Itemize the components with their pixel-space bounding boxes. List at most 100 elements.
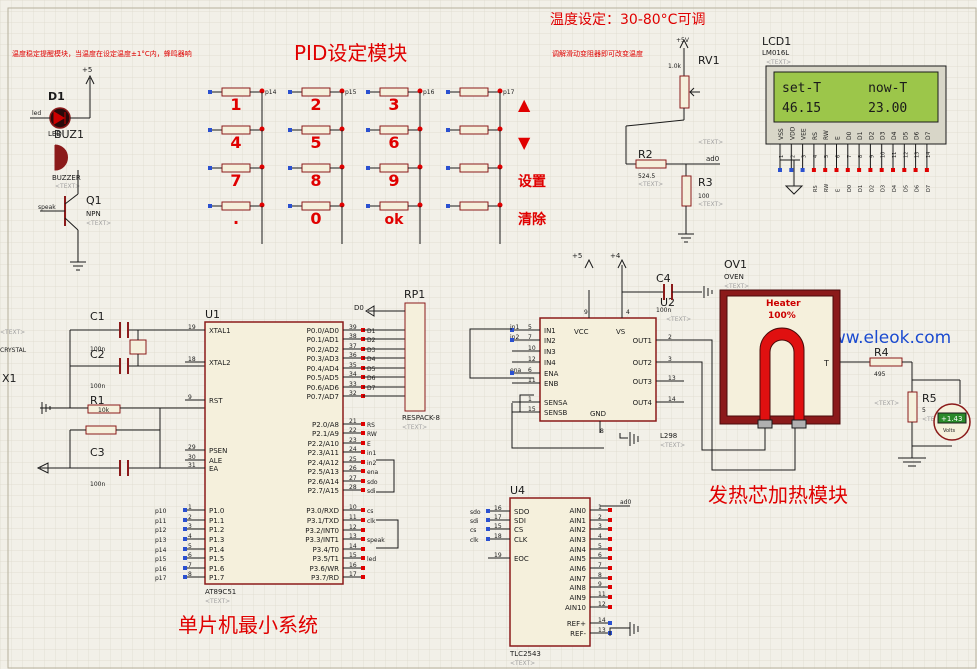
- led-d1[interactable]: D1 led LED: [30, 90, 90, 138]
- rp1-power-arrow: [365, 305, 375, 317]
- u1-pin-name: P3.6/WR: [310, 565, 340, 573]
- transistor-q1[interactable]: Q1 NPN <TEXT> speak: [38, 170, 111, 271]
- d1-net-label: led: [32, 110, 41, 117]
- oven-text: <TEXT>: [724, 283, 749, 290]
- keypad-pin-label: p15: [345, 89, 357, 96]
- annotation-pid-module: PID设定模块: [294, 41, 407, 65]
- resistor-r3[interactable]: [681, 175, 692, 207]
- keypad-key-6[interactable]: 6: [366, 125, 423, 168]
- u4-pin-name: AIN10: [565, 604, 586, 612]
- buzzer-buz1[interactable]: BUZ1 BUZZER <TEXT>: [52, 128, 84, 190]
- q1-text: <TEXT>: [86, 220, 111, 227]
- u4-pin-number: 9: [598, 581, 602, 588]
- oven-value: 100%: [768, 311, 796, 321]
- keypad-key-8[interactable]: 7: [208, 163, 265, 206]
- u2-pin-number: 10: [528, 345, 536, 352]
- keypad-key-label: 0: [310, 209, 321, 228]
- keypad-key-4[interactable]: 4: [208, 125, 265, 168]
- keypad-key-0[interactable]: 1: [208, 87, 265, 130]
- u2-pin-name: OUT2: [633, 359, 652, 367]
- lcd-text: <TEXT>: [766, 59, 791, 66]
- u1-pin-name: P1.1: [209, 517, 224, 525]
- u4-pin-number: 19: [494, 552, 502, 559]
- keypad-key-label: ▲: [518, 95, 531, 114]
- keypad-key-5[interactable]: 5: [288, 125, 345, 168]
- u1-pin-number: 25: [349, 456, 357, 463]
- u1-net-label: p12: [155, 527, 167, 534]
- u1-net-label: p16: [155, 566, 167, 573]
- keypad-key-14[interactable]: ok: [366, 201, 423, 244]
- keypad-key-3[interactable]: ▲: [446, 87, 531, 130]
- keypad-key-11[interactable]: 设置: [446, 163, 546, 206]
- u2-pin-name: SENSB: [544, 409, 568, 417]
- u1-net-label: in1: [367, 450, 376, 457]
- u1-pin-name: XTAL1: [209, 327, 231, 335]
- chip-u1-at89c51[interactable]: U1AT89C51<TEXT>XTAL119XTAL218RST9PSEN29A…: [155, 308, 405, 605]
- r3-ref: R3: [698, 176, 713, 189]
- sheet-border: [7, 7, 977, 669]
- keypad-key-10[interactable]: 9: [366, 163, 423, 206]
- u1-pin-number: 22: [349, 427, 357, 434]
- u4-pin-number: 4: [598, 533, 602, 540]
- u1-pin-number: 35: [349, 362, 357, 369]
- u1-pin-number: 24: [349, 446, 357, 453]
- u4-pin-name: AIN2: [569, 526, 586, 534]
- u2-pin-number: 13: [668, 375, 676, 382]
- r2-ref: R2: [638, 148, 653, 161]
- lcd-net-label: D1: [858, 185, 864, 192]
- keypad-key-15[interactable]: 清除: [446, 201, 547, 244]
- u4-pin-number: 7: [598, 562, 602, 569]
- u1-net-label: ena: [367, 469, 378, 476]
- r5-value: 5: [922, 407, 926, 414]
- u4-pin-number: 5: [598, 543, 602, 550]
- keypad-key-13[interactable]: 0: [288, 201, 345, 244]
- lcd-pin-name: D6: [914, 131, 921, 140]
- chip-u4-tlc2543[interactable]: U4TLC2543<TEXT>SDO16sdoSDI17sdiCS15csCLK…: [470, 484, 612, 667]
- u2-text: <TEXT>: [660, 442, 685, 449]
- potentiometer-rv1[interactable]: [679, 75, 690, 109]
- keypad-key-2[interactable]: 3: [366, 87, 423, 130]
- keypad-key-12[interactable]: .: [208, 201, 265, 244]
- u1-pin-number: 2: [188, 514, 192, 521]
- u2-pin-name: IN3: [544, 348, 556, 356]
- oscillator-section: C1 C2 100n 100n X1 CRYSTAL <TEXT> R1 10k: [0, 310, 205, 488]
- rp1-text: <TEXT>: [402, 424, 427, 431]
- u4-pin-name: SDO: [514, 508, 530, 516]
- resistor-r5[interactable]: [907, 391, 918, 423]
- u1-net-label: p11: [155, 518, 167, 525]
- u4-pin-number: 11: [598, 591, 606, 598]
- u1-pin-number: 5: [188, 543, 192, 550]
- r3-value: 100: [698, 193, 710, 200]
- lcd-lcd1[interactable]: LCD1 LM016L <TEXT> set-T now-T 46.15 23.…: [762, 35, 947, 195]
- keypad-key-7[interactable]: ▼: [446, 125, 531, 168]
- u4-pin-number: 1: [598, 504, 602, 511]
- rv1-value: 1.0k: [668, 63, 682, 70]
- resistor-r2[interactable]: [635, 159, 667, 169]
- resistor-r4[interactable]: [869, 357, 903, 367]
- buzzer-text: <TEXT>: [55, 183, 80, 190]
- keypad-key-label: 1: [230, 95, 241, 114]
- u1-body: [204, 321, 344, 585]
- capacitor-c4[interactable]: C4 100n <TEXT>: [622, 272, 713, 323]
- c4-ref: C4: [656, 272, 671, 285]
- keypad-key-9[interactable]: 8: [288, 163, 345, 206]
- c1-ref: C1: [90, 310, 105, 323]
- rp1-ref: RP1: [404, 288, 425, 301]
- keypad-key-1[interactable]: 2: [288, 87, 345, 130]
- u1-pin-name: P1.4: [209, 546, 225, 554]
- u1-pin-number: 11: [349, 514, 357, 521]
- r1-ref: R1: [90, 394, 105, 407]
- lcd-pin-name: RW: [823, 130, 830, 140]
- c4-value: 100n: [656, 307, 671, 314]
- rv1-ref[interactable]: RV1: [698, 54, 720, 67]
- u4-pin-name: EOC: [514, 555, 529, 563]
- u4-pin-name: REF-: [570, 630, 586, 638]
- keypad-pin-label: p14: [265, 89, 277, 96]
- u1-pin-number: 10: [349, 504, 357, 511]
- oven-ov1[interactable]: OV1 OVEN <TEXT> Heater 100% T: [719, 258, 841, 429]
- lcd-net-label: RS: [813, 185, 819, 192]
- respack-rp1[interactable]: RP1 RESPACK-8 <TEXT> D0: [354, 288, 440, 431]
- u1-pin-name: P1.5: [209, 555, 224, 563]
- u1-net-label: p17: [155, 575, 167, 582]
- u1-net-label: D1: [367, 328, 376, 335]
